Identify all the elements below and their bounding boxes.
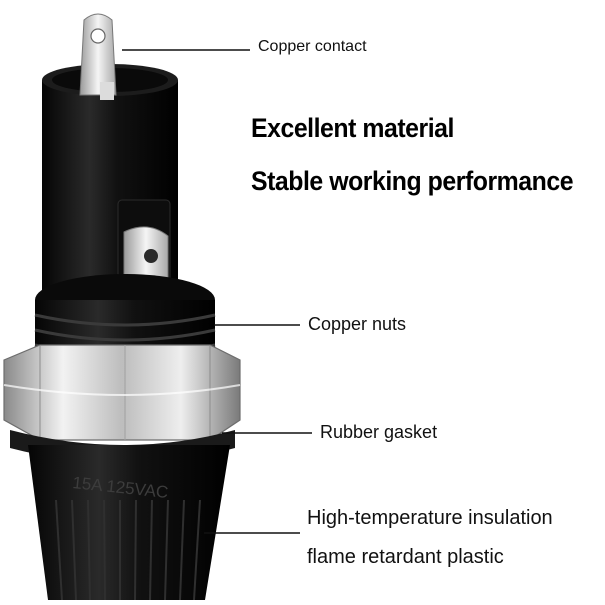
headline-excellent-material: Excellent material (251, 113, 454, 143)
hex-nut (3, 344, 241, 441)
callout-rubber-gasket: Rubber gasket (320, 422, 438, 442)
callout-copper-contact: Copper contact (258, 38, 367, 55)
headline-stable-performance: Stable working performance (251, 166, 574, 196)
top-contact-tab (79, 13, 117, 100)
callout-copper-nuts: Copper nuts (308, 314, 407, 334)
knurled-cap: 15A 125VAC (28, 445, 230, 601)
callout-insulation-line1: High-temperature insulation (307, 507, 553, 529)
callout-leaders (122, 49, 312, 534)
callout-insulation-line2: flame retardant plastic (307, 546, 504, 568)
